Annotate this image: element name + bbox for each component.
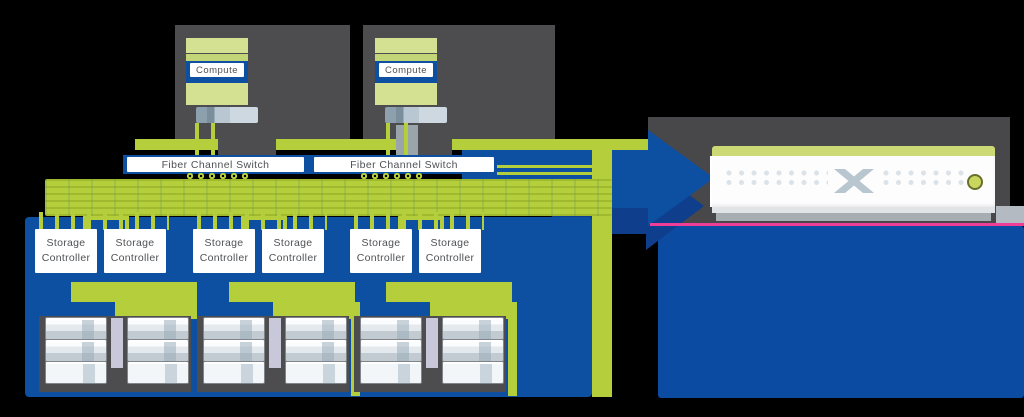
disk-shelf: [127, 361, 189, 384]
compute1-label: Compute: [190, 63, 244, 77]
group2-pair-link: [241, 216, 287, 230]
disk-shelf: [285, 339, 347, 362]
group2-interconnect: [269, 318, 281, 368]
disk-shelf: [203, 361, 265, 384]
rack-leg-3: [418, 133, 452, 156]
compute1-cable-b: [211, 123, 215, 156]
controller-label-line1: Storage: [273, 236, 313, 249]
disk-shelf-stack: [442, 317, 504, 384]
disk-shelf: [360, 339, 422, 362]
group3-cable-ticks: [354, 212, 484, 230]
fc-switch-2: Fiber Channel Switch: [314, 157, 494, 172]
compute1-cable-a: [195, 123, 199, 156]
compute2-mid-bar: [375, 54, 437, 61]
disk-shelf-stack: [203, 317, 265, 384]
group1-trunk-bar: [71, 282, 197, 302]
storage-controller-3a: Storage Controller: [350, 229, 412, 273]
disk-shelf-stack: [45, 317, 107, 384]
storage-controller-1b: Storage Controller: [104, 229, 166, 273]
group1-cable-ticks: [39, 212, 169, 230]
disk-shelf: [285, 317, 347, 340]
compute1-mid-bar: [186, 54, 248, 61]
controller-label-line2: Controller: [41, 252, 91, 264]
disk-shelf: [442, 317, 504, 340]
disk-shelf: [45, 339, 107, 362]
group2-trunk-bar: [229, 282, 355, 302]
disk-shelf: [127, 339, 189, 362]
group3-interconnect: [426, 318, 438, 368]
group1-pair-link: [83, 216, 129, 230]
controller-label-line2: Controller: [110, 252, 160, 264]
storage-controller-2a: Storage Controller: [193, 229, 255, 273]
flasharray-lower-bezel: [712, 207, 995, 213]
group3-trunk-bar: [386, 282, 512, 302]
disk-shelf-stack: [127, 317, 189, 384]
controller-label-line2: Controller: [425, 252, 475, 264]
disk-shelf: [442, 361, 504, 384]
disk-shelf: [442, 339, 504, 362]
disk-shelf: [203, 339, 265, 362]
controller-label-line1: Storage: [430, 236, 470, 249]
group1-interconnect: [111, 318, 123, 368]
compute2-server-icon: [385, 107, 447, 123]
group2-trunk-drop: [273, 302, 355, 319]
group2-cable-ticks: [197, 212, 327, 230]
disk-shelf: [360, 361, 422, 384]
disk-shelf: [285, 361, 347, 384]
compute2-cable-a: [386, 123, 390, 156]
right-blue-field: [658, 226, 1024, 398]
uplink-cable-band: [135, 139, 648, 150]
flasharray-base: [716, 213, 991, 221]
disk-shelf: [127, 317, 189, 340]
compute2-top-bar: [375, 38, 437, 53]
flasharray-drive-dots-right: [883, 170, 965, 189]
compute2-label: Compute: [379, 63, 433, 77]
controller-label-line1: Storage: [204, 236, 244, 249]
controller-label-line2: Controller: [199, 252, 249, 264]
disk-shelf: [45, 361, 107, 384]
group3-long-cable: [508, 302, 517, 396]
flasharray-side-shadow: [996, 206, 1024, 223]
fc-switch1-ports: [186, 172, 252, 181]
group3-pair-link: [398, 216, 444, 230]
controller-label-line2: Controller: [268, 252, 318, 264]
fc-switch2-ports: [360, 172, 426, 181]
compute1-bottom-bar: [186, 83, 248, 105]
rack-leg-1: [218, 123, 276, 156]
controller-label-line2: Controller: [356, 252, 406, 264]
fabric-cable-mesh: [45, 179, 612, 216]
flasharray-top-bezel: [712, 146, 995, 156]
disk-shelf: [45, 317, 107, 340]
group3-trunk-drop: [430, 302, 512, 319]
compute1-server-icon: [196, 107, 258, 123]
flasharray-x-logo: [831, 165, 877, 197]
storage-controller-1a: Storage Controller: [35, 229, 97, 273]
switch-right-cable-b: [497, 172, 592, 175]
compute2-bottom-bar: [375, 83, 437, 105]
disk-shelf-stack: [360, 317, 422, 384]
disk-shelf-stack: [285, 317, 347, 384]
controller-label-line1: Storage: [361, 236, 401, 249]
storage-controller-2b: Storage Controller: [262, 229, 324, 273]
controller-label-line1: Storage: [46, 236, 86, 249]
controller-label-line1: Storage: [115, 236, 155, 249]
compute1-top-bar: [186, 38, 248, 53]
compute2-cable-b: [404, 123, 408, 156]
flasharray-drive-dots-left: [726, 170, 828, 189]
disk-shelf: [360, 317, 422, 340]
fc-switch-1: Fiber Channel Switch: [127, 157, 304, 172]
group1-trunk-drop: [115, 302, 197, 319]
pink-separator-line: [650, 223, 1024, 226]
storage-controller-3b: Storage Controller: [419, 229, 481, 273]
disk-shelf: [203, 317, 265, 340]
power-led: [967, 174, 983, 190]
switch-right-cable-a: [497, 165, 592, 168]
